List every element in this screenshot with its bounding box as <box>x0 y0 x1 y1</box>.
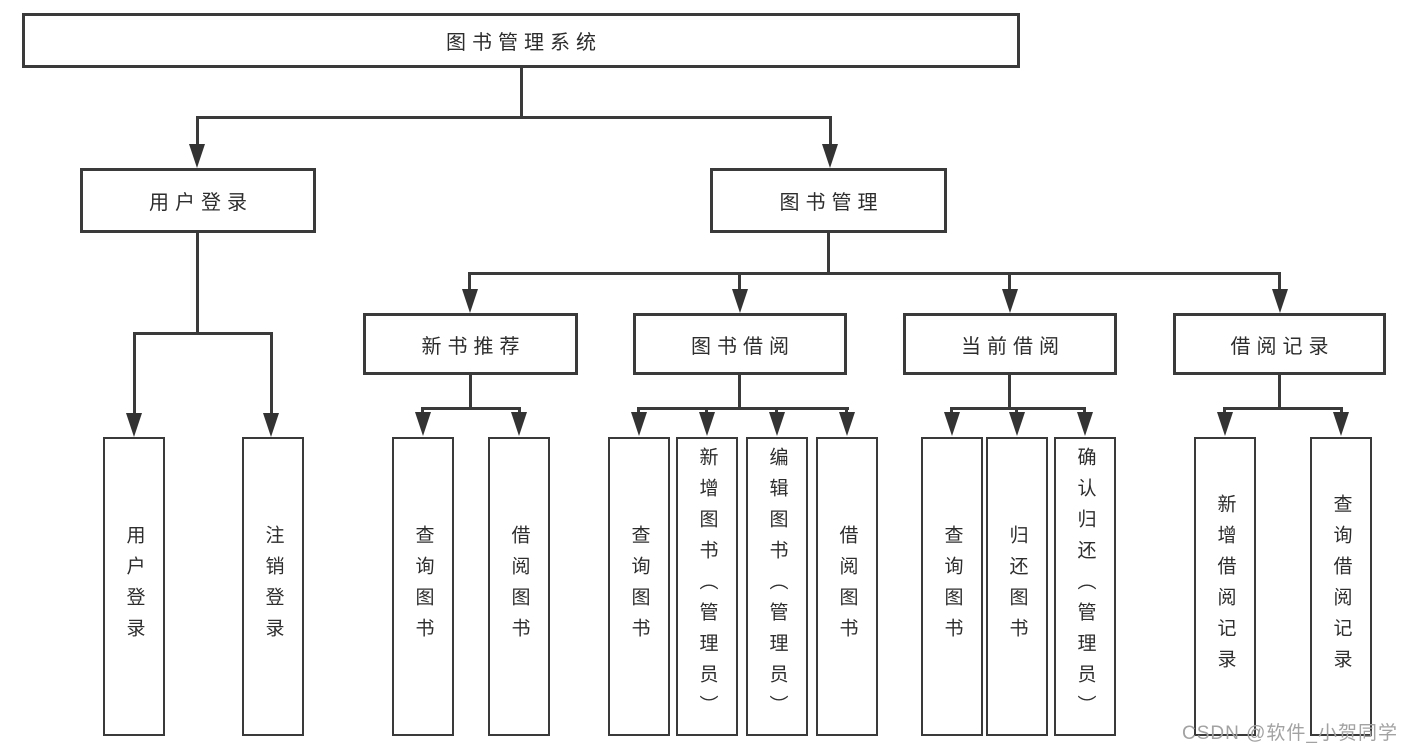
connector-line <box>270 334 273 414</box>
leaf-borrow-books-2: 借阅图书 <box>816 437 878 736</box>
arrow-down-icon <box>839 412 855 436</box>
leaf-query-borrow-record-label: 查询借阅记录 <box>1330 493 1352 680</box>
node-user-login: 用户登录 <box>80 168 316 233</box>
node-user-login-label: 用户登录 <box>149 192 253 214</box>
node-root-label: 图书管理系统 <box>446 32 602 54</box>
connector-line <box>950 407 1086 410</box>
connector-line <box>421 407 521 410</box>
connector-line <box>1008 374 1011 409</box>
connector-line <box>829 118 832 146</box>
connector-line <box>196 118 199 146</box>
leaf-add-borrow-record: 新增借阅记录 <box>1194 437 1256 736</box>
node-new-book-recommend: 新书推荐 <box>363 313 578 375</box>
connector-line <box>775 408 778 414</box>
leaf-return-books: 归还图书 <box>986 437 1048 736</box>
connector-line <box>196 116 832 119</box>
node-root: 图书管理系统 <box>22 13 1020 68</box>
connector-line <box>133 334 136 414</box>
connector-line <box>845 408 848 414</box>
leaf-query-books-3-label: 查询图书 <box>941 524 963 649</box>
leaf-borrow-books-2-label: 借阅图书 <box>836 524 858 649</box>
leaf-add-borrow-record-label: 新增借阅记录 <box>1214 493 1236 680</box>
connector-line <box>196 232 199 333</box>
connector-line <box>1278 374 1281 409</box>
connector-line <box>518 408 521 414</box>
leaf-query-books-1: 查询图书 <box>392 437 454 736</box>
csdn-watermark: CSDN @软件_小贺同学 <box>1182 723 1398 744</box>
arrow-down-icon <box>631 412 647 436</box>
connector-line <box>468 274 471 290</box>
connector-line <box>827 232 830 274</box>
leaf-query-books-2: 查询图书 <box>608 437 670 736</box>
connector-line <box>469 374 472 409</box>
leaf-query-books-3: 查询图书 <box>921 437 983 736</box>
arrow-down-icon <box>769 412 785 436</box>
connector-line <box>1015 408 1018 414</box>
arrow-down-icon <box>732 289 748 313</box>
arrow-down-icon <box>944 412 960 436</box>
connector-line <box>738 374 741 409</box>
leaf-borrow-books-1: 借阅图书 <box>488 437 550 736</box>
connector-line <box>421 408 424 414</box>
arrow-down-icon <box>415 412 431 436</box>
connector-line <box>1223 408 1226 414</box>
connector-line <box>1083 408 1086 414</box>
leaf-edit-books-admin: 编辑图书（管理员） <box>746 437 808 736</box>
arrow-down-icon <box>1009 412 1025 436</box>
connector-line <box>637 407 849 410</box>
connector-line <box>1008 274 1011 290</box>
connector-line <box>1223 407 1343 410</box>
arrow-down-icon <box>1217 412 1233 436</box>
node-current-borrowing: 当前借阅 <box>903 313 1117 375</box>
connector-line <box>133 332 273 335</box>
leaf-user-login-label: 用户登录 <box>123 524 145 649</box>
node-current-borrowing-label: 当前借阅 <box>961 335 1065 358</box>
leaf-query-borrow-record: 查询借阅记录 <box>1310 437 1372 736</box>
node-new-book-recommend-label: 新书推荐 <box>421 335 526 358</box>
arrow-down-icon <box>1333 412 1349 436</box>
connector-line <box>950 408 953 414</box>
node-borrowing-records: 借阅记录 <box>1173 313 1386 375</box>
node-book-management-label: 图书管理 <box>779 192 884 214</box>
leaf-add-books-admin: 新增图书（管理员） <box>676 437 738 736</box>
leaf-return-books-label: 归还图书 <box>1006 524 1028 649</box>
arrow-down-icon <box>462 289 478 313</box>
leaf-edit-books-admin-label: 编辑图书（管理员） <box>766 447 788 726</box>
connector-line <box>738 274 741 290</box>
connector-line <box>468 272 1281 275</box>
arrow-down-icon <box>699 412 715 436</box>
leaf-query-books-2-label: 查询图书 <box>628 524 650 649</box>
leaf-borrow-books-1-label: 借阅图书 <box>508 524 530 649</box>
leaf-add-books-admin-label: 新增图书（管理员） <box>696 447 718 726</box>
connector-line <box>705 408 708 414</box>
arrow-down-icon <box>1272 289 1288 313</box>
arrow-down-icon <box>126 413 142 437</box>
arrow-down-icon <box>1077 412 1093 436</box>
node-book-management: 图书管理 <box>710 168 947 233</box>
connector-line <box>520 67 523 118</box>
leaf-confirm-return-admin: 确认归还（管理员） <box>1054 437 1116 736</box>
leaf-confirm-return-admin-label: 确认归还（管理员） <box>1074 447 1096 726</box>
node-borrowing-records-label: 借阅记录 <box>1230 335 1335 358</box>
leaf-logout-label: 注销登录 <box>262 524 284 649</box>
arrow-down-icon <box>189 144 205 168</box>
arrow-down-icon <box>822 144 838 168</box>
node-book-borrowing-label: 图书借阅 <box>691 335 795 358</box>
arrow-down-icon <box>511 412 527 436</box>
arrow-down-icon <box>263 413 279 437</box>
connector-line <box>637 408 640 414</box>
leaf-user-login: 用户登录 <box>103 437 165 736</box>
arrow-down-icon <box>1002 289 1018 313</box>
leaf-logout: 注销登录 <box>242 437 304 736</box>
connector-line <box>1278 274 1281 290</box>
node-book-borrowing: 图书借阅 <box>633 313 847 375</box>
leaf-query-books-1-label: 查询图书 <box>412 524 434 649</box>
connector-line <box>1340 408 1343 414</box>
